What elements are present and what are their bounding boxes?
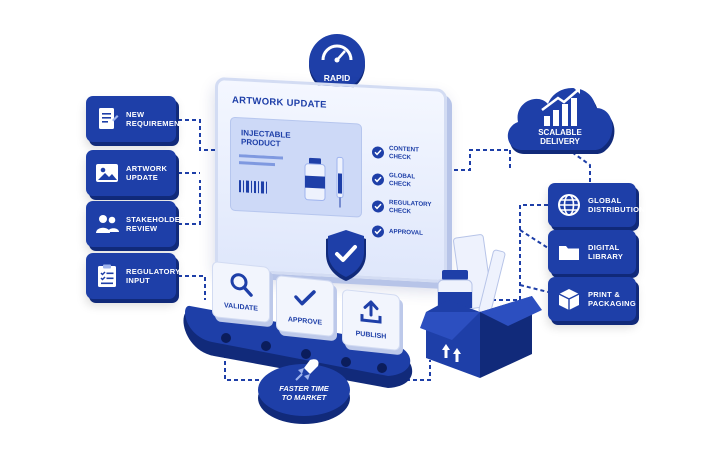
input-card-stakeholder-review[interactable]: Stakeholder Review xyxy=(86,201,186,247)
input-card-label: Stakeholder Review xyxy=(126,215,186,233)
check-item: GLOBAL CHECK xyxy=(372,171,442,190)
step-tile-label: VALIDATE xyxy=(224,302,258,313)
box-icon xyxy=(558,289,580,310)
magnifier-icon xyxy=(230,273,253,297)
step-tile-label: APPROVE xyxy=(287,316,323,327)
shield-check-icon xyxy=(326,230,366,281)
bar-chart-icon xyxy=(541,88,580,126)
vial-syringe-icon xyxy=(304,156,344,208)
checklist-icon xyxy=(98,264,116,287)
cloud-label: SCALABLE DELIVERY xyxy=(538,128,582,146)
product-label: INJECTABLE PRODUCT xyxy=(241,128,291,149)
image-icon xyxy=(96,164,118,182)
this-side-up-icon xyxy=(442,344,461,362)
check-circle-icon xyxy=(372,172,384,186)
step-tile-approve[interactable]: APPROVE xyxy=(276,274,334,338)
open-box-icon xyxy=(420,234,542,378)
check-list: CONTENT CHECK GLOBAL CHECK REGULATORY CH… xyxy=(372,144,442,253)
conveyor-belt xyxy=(183,305,413,388)
input-card-label: Regulatory Input xyxy=(126,267,181,285)
check-label: CONTENT CHECK xyxy=(389,145,419,161)
input-card-label: New Requirement xyxy=(126,110,185,128)
market-label: FASTER TIME TO MARKET xyxy=(279,384,329,402)
check-item: APPROVAL xyxy=(372,225,442,241)
market-disc xyxy=(258,359,350,424)
cloud-shape xyxy=(507,87,615,154)
step-tile-publish[interactable]: PUBLISH xyxy=(342,288,400,352)
rapid-label: RAPID xyxy=(323,73,351,83)
check-circle-icon xyxy=(372,225,384,238)
check-label: APPROVAL xyxy=(389,228,423,238)
globe-icon xyxy=(558,194,580,216)
folder-icon xyxy=(559,246,579,260)
check-item: CONTENT CHECK xyxy=(372,144,442,163)
check-item: REGULATORY CHECK xyxy=(372,198,442,217)
input-card-regulatory-input[interactable]: Regulatory Input xyxy=(86,253,180,299)
check-label: GLOBAL CHECK xyxy=(389,172,416,188)
input-card-artwork-update[interactable]: Artwork Update xyxy=(86,150,176,196)
artwork-update-window: ARTWORK UPDATE INJECTABLE PRODUCT xyxy=(215,76,447,284)
output-card-label: Print & Packaging xyxy=(588,290,636,308)
people-icon xyxy=(96,215,119,233)
product-card: INJECTABLE PRODUCT xyxy=(230,116,362,218)
output-card-digital-library[interactable]: Digital Library xyxy=(548,230,636,274)
step-tile-label: PUBLISH xyxy=(355,330,387,341)
window-title: ARTWORK UPDATE xyxy=(232,94,327,111)
document-icon xyxy=(99,108,119,129)
output-card-print-packaging[interactable]: Print & Packaging xyxy=(548,277,636,321)
output-card-global-distribution[interactable]: Global Distribution xyxy=(548,183,645,227)
checkmark-icon xyxy=(294,290,316,306)
check-label: REGULATORY CHECK xyxy=(389,199,432,215)
output-card-label: Global Distribution xyxy=(588,196,645,214)
check-circle-icon xyxy=(372,199,384,213)
input-card-label: Artwork Update xyxy=(126,164,168,182)
speedometer-icon xyxy=(321,44,353,63)
rocket-icon xyxy=(295,359,319,381)
check-circle-icon xyxy=(372,145,384,159)
step-tile-validate[interactable]: VALIDATE xyxy=(212,260,270,324)
label-lines-barcode xyxy=(239,154,283,194)
input-card-new-requirement[interactable]: New Requirement xyxy=(86,96,184,142)
output-card-label: Digital Library xyxy=(588,243,624,261)
upload-icon xyxy=(360,300,382,324)
rapid-badge xyxy=(309,34,365,93)
